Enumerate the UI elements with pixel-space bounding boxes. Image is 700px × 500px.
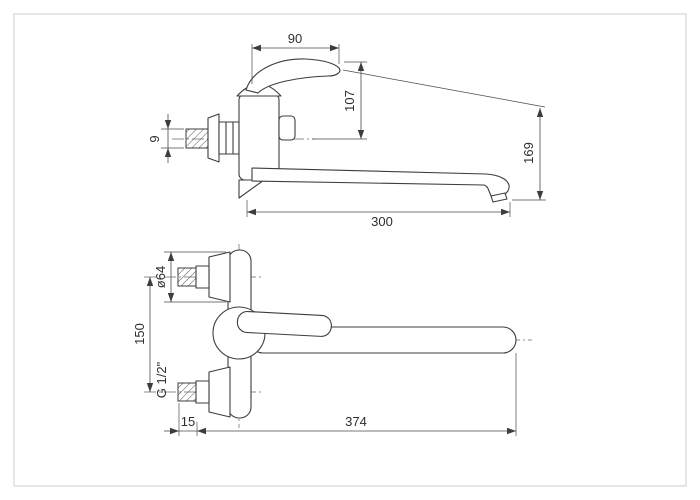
swivel-spout — [251, 167, 510, 199]
extension-line-slanted — [342, 69, 546, 108]
dim-15-label: 15 — [181, 414, 195, 429]
spout-aerator — [490, 192, 508, 203]
top-nut — [195, 265, 210, 289]
dim-107-label: 107 — [342, 90, 357, 112]
dim-374-label: 374 — [345, 414, 367, 429]
top-escutcheon — [208, 251, 231, 303]
body-bracket — [238, 179, 265, 199]
top-nipple-thread — [177, 267, 197, 287]
connection-nut — [218, 121, 240, 155]
dim-300-label: 300 — [371, 214, 393, 229]
drawing-border-frame — [13, 13, 687, 487]
lever-handle — [245, 58, 341, 94]
faucet-body — [238, 93, 280, 181]
dim-9-label: 9 — [147, 135, 162, 142]
dim-64-label: ø64 — [153, 266, 168, 288]
side-view: 90 107 9 169 300 — [147, 31, 546, 229]
escutcheon-rosette — [207, 113, 220, 163]
diverter-knob — [278, 115, 296, 141]
dim-169-label: 169 — [521, 142, 536, 164]
dim-90-label: 90 — [288, 31, 302, 46]
bottom-escutcheon — [208, 366, 231, 418]
bottom-nut — [195, 380, 210, 404]
wall-nipple-thread — [185, 128, 209, 149]
bottom-nipple-thread — [177, 382, 197, 402]
front-view: ø64 150 G 1/2" 15 374 — [132, 244, 532, 436]
thread-size-label: G 1/2" — [154, 361, 169, 398]
dim-150-label: 150 — [132, 323, 147, 345]
lever-handle-front — [236, 310, 332, 337]
